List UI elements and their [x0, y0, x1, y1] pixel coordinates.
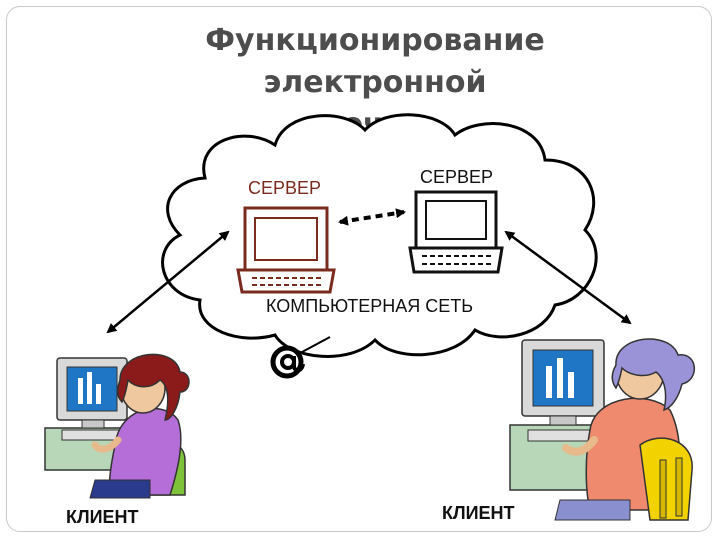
slide-frame: [6, 6, 712, 532]
server-left-label: СЕРВЕР: [248, 178, 322, 198]
server-right-computer-icon: [408, 190, 504, 274]
server-left-computer-icon: [236, 206, 336, 294]
title-line-1: Функционирование электронной: [205, 23, 545, 100]
arrow-server-to-client-right: [504, 230, 632, 325]
mail-at-icon: [270, 336, 331, 379]
arrow-server-to-client-left: [106, 230, 230, 334]
network-cloud: [161, 113, 598, 358]
client-left-woman-at-computer-icon: [44, 353, 190, 499]
client-right-woman-at-computer-icon: [509, 338, 696, 521]
client-left-label: КЛИЕНТ: [66, 507, 139, 527]
client-right-label: КЛИЕНТ: [442, 503, 515, 523]
server-right-label: СЕРВЕР: [420, 167, 494, 187]
server-link-arrow: [338, 208, 406, 226]
network-label: КОМПЬЮТЕРНАЯ СЕТЬ: [266, 296, 474, 316]
